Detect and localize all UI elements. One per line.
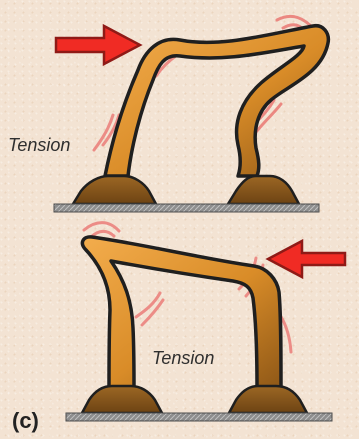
right-footing-bottom xyxy=(229,386,307,413)
left-footing-bottom xyxy=(82,386,162,413)
ground-strip-bottom xyxy=(66,413,332,421)
force-arrow-left xyxy=(268,241,345,277)
deformed-frame-top xyxy=(105,26,328,176)
tension-label-top: Tension xyxy=(8,136,70,154)
ground-strip-top xyxy=(54,204,319,212)
tension-label-bottom: Tension xyxy=(152,349,214,367)
right-footing-top xyxy=(228,176,299,204)
panel-label: (c) xyxy=(12,408,39,434)
left-footing-top xyxy=(73,176,156,204)
force-arrow-right xyxy=(56,26,140,64)
